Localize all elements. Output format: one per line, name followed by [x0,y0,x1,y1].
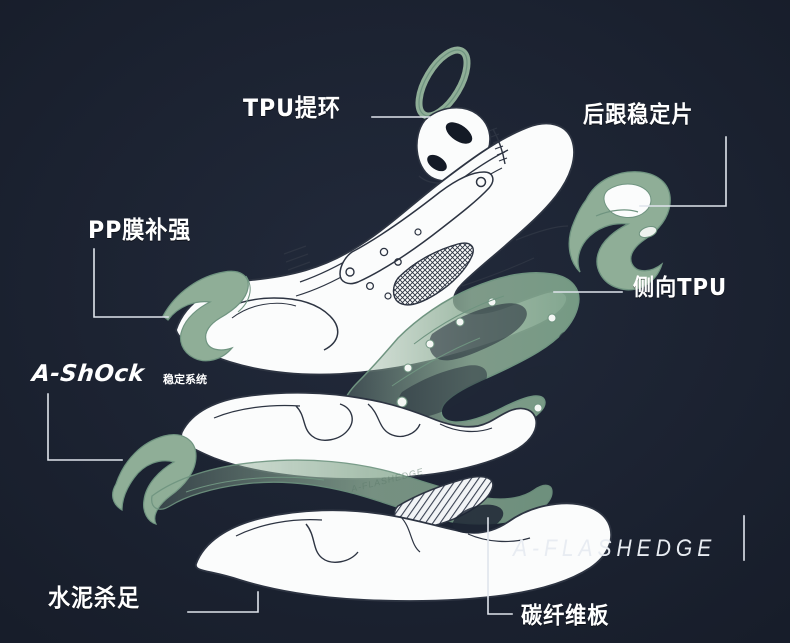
label-side-tpu: 侧向TPU [633,275,728,301]
leader-ashock [47,393,123,461]
label-carbon-plate: 碳纤维板 [521,603,610,629]
leader-pp-film [93,248,169,318]
part-heel-stabilizer [568,171,671,291]
label-heel-stabilizer: 后跟稳定片 [583,102,694,128]
label-cement: 水泥杀足 [48,584,140,612]
label-ashock-subtitle: 稳定系统 [163,373,207,386]
label-ashock-wordmark: A-ShOck [30,361,146,387]
leader-cement [187,591,259,613]
part-ashock-hook [112,434,197,525]
leader-carbon-plate [487,517,513,615]
label-flashedge: A-FLASHEDGE [513,535,717,562]
part-tpu-pull-ring [415,46,471,120]
part-pp-film-reinforcement [162,270,251,362]
leader-lines [47,116,745,615]
label-pp-film: PP膜补强 [88,216,192,244]
leader-heel-stabilizer [639,136,727,207]
label-tpu-ring: TPU提环 [243,94,341,122]
part-outsole [195,502,612,602]
